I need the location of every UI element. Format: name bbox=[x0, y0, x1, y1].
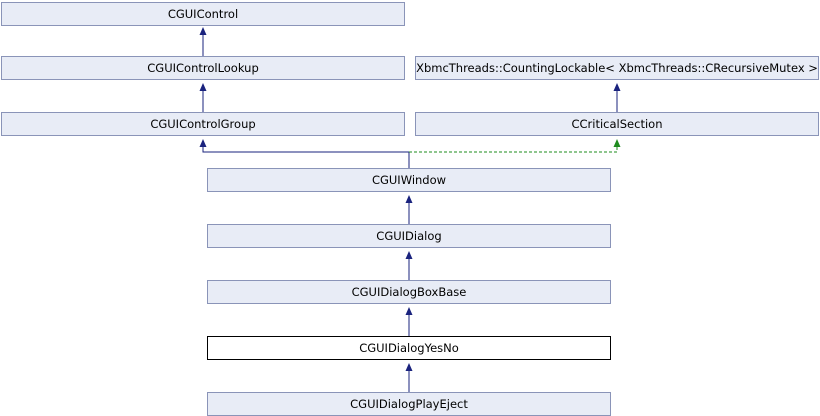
class-node-cguicontrollookup[interactable]: CGUIControlLookup bbox=[1, 56, 405, 80]
edge-window-to-controlgroup bbox=[202, 142, 410, 168]
arrowhead-countinglockable bbox=[613, 83, 621, 91]
arrowhead-dialogboxbase bbox=[405, 307, 413, 315]
class-node-ccriticalsection[interactable]: CCriticalSection bbox=[415, 112, 819, 136]
class-node-cguidialog[interactable]: CGUIDialog bbox=[207, 224, 611, 248]
arrowhead-window bbox=[405, 195, 413, 203]
class-node-cguidialogboxbase[interactable]: CGUIDialogBoxBase bbox=[207, 280, 611, 304]
arrowhead-criticalsection bbox=[613, 139, 621, 147]
arrowhead-control bbox=[199, 27, 207, 35]
class-node-cguidialogplayeject[interactable]: CGUIDialogPlayEject bbox=[207, 392, 611, 416]
arrowhead-controlgroup bbox=[199, 139, 207, 147]
edge-window-to-criticalsection bbox=[409, 142, 618, 153]
class-node-countinglockable[interactable]: XbmcThreads::CountingLockable< XbmcThrea… bbox=[415, 56, 819, 80]
class-node-cguicontrolgroup[interactable]: CGUIControlGroup bbox=[1, 112, 405, 136]
class-node-cguiwindow[interactable]: CGUIWindow bbox=[207, 168, 611, 192]
class-node-cguidialogyesno: CGUIDialogYesNo bbox=[207, 336, 611, 360]
arrowhead-controllookup bbox=[199, 83, 207, 91]
class-node-cguicontrol[interactable]: CGUIControl bbox=[1, 2, 405, 26]
arrowhead-dialog bbox=[405, 251, 413, 259]
arrowhead-dialogyesno bbox=[405, 363, 413, 371]
